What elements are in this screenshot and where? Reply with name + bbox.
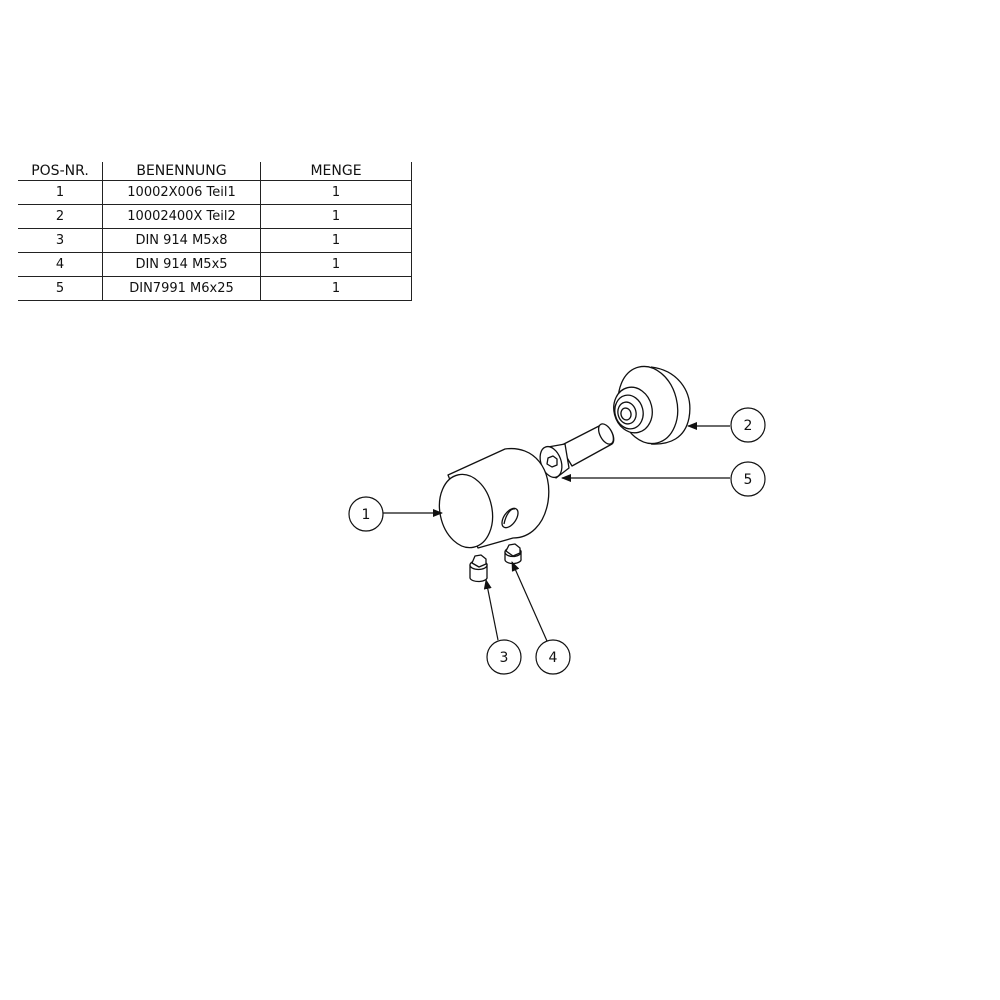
header-qty: MENGE xyxy=(260,162,412,181)
part-3-set-screw xyxy=(469,554,488,583)
balloon-4 xyxy=(535,639,571,675)
part-1-main-cylinder xyxy=(438,447,550,549)
balloon-3 xyxy=(486,639,522,675)
bom-row: 2 10002400X Teil2 1 xyxy=(18,204,412,229)
bom-row: 1 10002X006 Teil1 1 xyxy=(18,180,412,205)
bom-pos: 3 xyxy=(18,228,103,253)
bom-name: 10002X006 Teil1 xyxy=(102,180,261,205)
leader-line-3 xyxy=(483,579,499,641)
balloon-3-label: 3 xyxy=(500,650,509,666)
bom-row: 3 DIN 914 M5x8 1 xyxy=(18,228,412,253)
bom-pos: 1 xyxy=(18,180,103,205)
bill-of-materials-table: POS-NR. BENENNUNG MENGE 1 10002X006 Teil… xyxy=(18,162,412,301)
balloon-2 xyxy=(730,407,766,443)
bom-name: DIN 914 M5x8 xyxy=(102,228,261,253)
bom-name: DIN7991 M6x25 xyxy=(102,276,261,301)
balloon-1 xyxy=(348,496,384,532)
bom-name: DIN 914 M5x5 xyxy=(102,252,261,277)
bom-qty: 1 xyxy=(260,204,412,229)
bom-name: 10002400X Teil2 xyxy=(102,204,261,229)
bom-qty: 1 xyxy=(260,252,412,277)
bom-qty: 1 xyxy=(260,180,412,205)
bom-qty: 1 xyxy=(260,276,412,301)
leader-line-4 xyxy=(511,561,548,642)
balloon-5 xyxy=(730,461,766,497)
header-pos: POS-NR. xyxy=(18,162,103,181)
part-2-flange-cap xyxy=(613,365,691,445)
bom-qty: 1 xyxy=(260,228,412,253)
header-name: BENENNUNG xyxy=(102,162,261,181)
balloon-2-label: 2 xyxy=(744,418,753,434)
balloon-1-label: 1 xyxy=(362,507,371,523)
balloon-5-label: 5 xyxy=(744,472,753,488)
bom-row: 4 DIN 914 M5x5 1 xyxy=(18,252,412,277)
part-4-set-screw xyxy=(504,543,522,565)
balloon-4-label: 4 xyxy=(549,650,558,666)
bom-header-row: POS-NR. BENENNUNG MENGE xyxy=(18,162,412,181)
bom-pos: 5 xyxy=(18,276,103,301)
bom-pos: 2 xyxy=(18,204,103,229)
bom-pos: 4 xyxy=(18,252,103,277)
part-5-countersunk-screw xyxy=(539,423,615,479)
bom-row: 5 DIN7991 M6x25 1 xyxy=(18,276,412,301)
